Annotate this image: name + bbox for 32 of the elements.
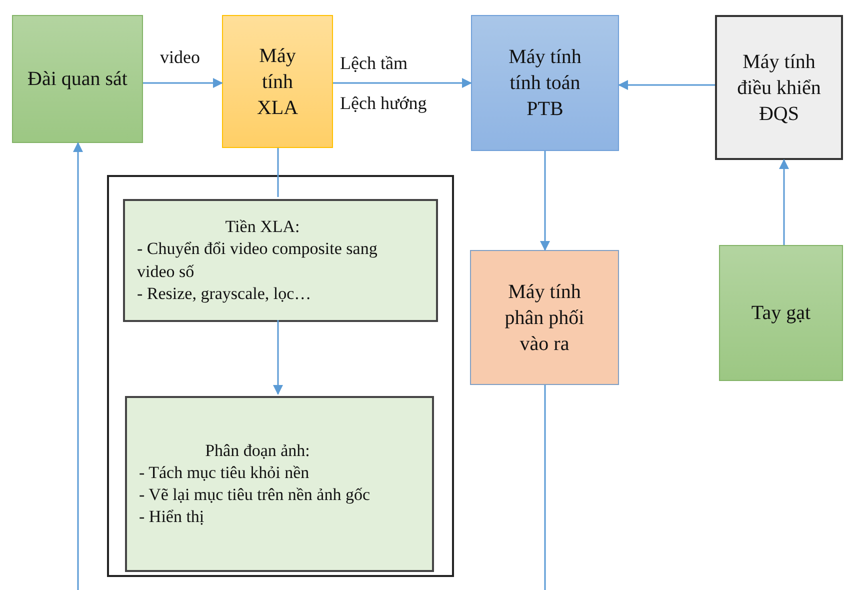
box-label: Máy tính điều khiển ĐQS <box>736 50 822 126</box>
process-box <box>715 15 843 160</box>
arrow <box>273 320 283 395</box>
step-box <box>125 396 434 572</box>
process-box <box>222 15 333 148</box>
step-heading: Tiền XLA: <box>224 216 301 238</box>
box-label: Tay gạt <box>750 301 812 326</box>
signal-label: Lệch hướng <box>340 92 427 115</box>
group-frame <box>107 175 454 577</box>
arrow <box>540 151 550 251</box>
arrow <box>333 78 472 88</box>
process-box <box>12 15 143 143</box>
connector-line <box>277 148 279 197</box>
connector-line <box>544 385 546 590</box>
arrow <box>618 80 715 90</box>
arrow <box>143 78 223 88</box>
step-item: - Tách mục tiêu khỏi nền <box>139 462 310 484</box>
process-box <box>471 15 619 151</box>
process-box <box>470 250 619 385</box>
process-box <box>719 245 843 381</box>
box-label: Máy tính tính toán PTB <box>508 45 582 122</box>
step-box <box>123 199 438 322</box>
step-item: - Chuyển đổi video composite sang video số <box>137 238 378 282</box>
box-label: Đài quan sát <box>26 67 128 92</box>
box-label: Máy tính phân phối vào ra <box>504 280 586 356</box>
arrow <box>779 159 789 245</box>
arrow <box>73 142 83 590</box>
step-item: - Hiển thị <box>139 506 206 528</box>
step-heading: Phân đoạn ảnh: <box>204 440 311 462</box>
step-item: - Vẽ lại mục tiêu trên nền ảnh gốc <box>139 484 371 506</box>
box-label: Máy tính XLA <box>256 44 300 120</box>
step-item: - Resize, grayscale, lọc… <box>137 282 312 305</box>
